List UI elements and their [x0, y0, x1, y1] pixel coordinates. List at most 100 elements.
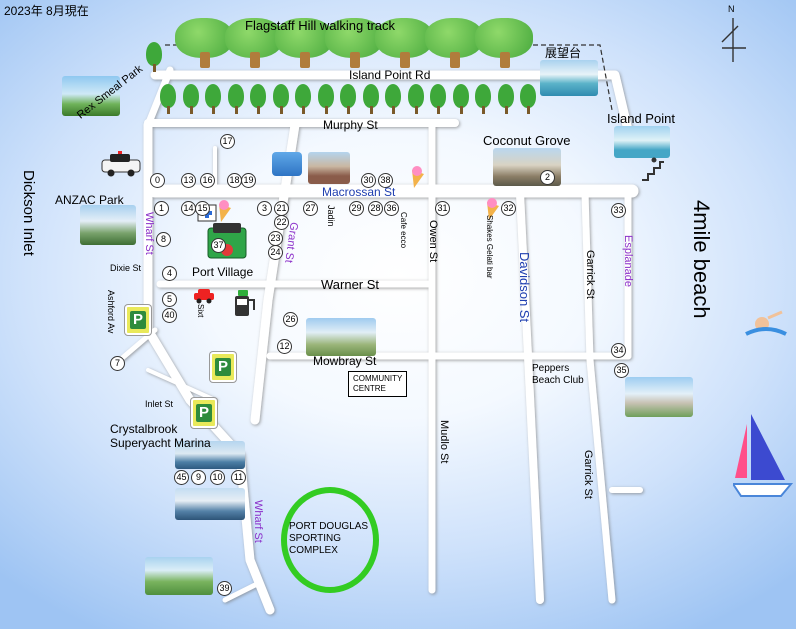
- tree-icon: [340, 84, 356, 114]
- tree-icon: [205, 84, 221, 114]
- marker-24[interactable]: 24: [268, 245, 283, 260]
- walking-track-label: Flagstaff Hill walking track: [245, 18, 396, 33]
- marker-8[interactable]: 8: [156, 232, 171, 247]
- hill-tree-icon: [175, 18, 233, 68]
- wharf-st-lower-label: Wharf St: [252, 500, 264, 543]
- marker-10[interactable]: 10: [210, 470, 225, 485]
- tree-icon: [146, 42, 162, 72]
- marker-22[interactable]: 22: [274, 215, 289, 230]
- marker-37[interactable]: 37: [211, 238, 226, 253]
- sixt-car-icon: [194, 289, 214, 304]
- sailboat-icon: [733, 414, 793, 497]
- macrossan-st-label: Macrossan St: [322, 185, 396, 199]
- four-mile-beach-label: 4mile beach: [689, 200, 714, 319]
- marker-29[interactable]: 29: [349, 201, 364, 216]
- marker-30[interactable]: 30: [361, 173, 376, 188]
- rex-smeal-photo: [62, 76, 120, 116]
- marker-2[interactable]: 2: [540, 170, 555, 185]
- dickson-inlet-label: Dickson Inlet: [20, 170, 37, 256]
- marker-14[interactable]: 14: [181, 201, 196, 216]
- marker-31[interactable]: 31: [435, 201, 450, 216]
- marker-11[interactable]: 11: [231, 470, 246, 485]
- tree-icon: [227, 84, 244, 114]
- marker-45[interactable]: 45: [174, 470, 189, 485]
- marker-33[interactable]: 33: [611, 203, 626, 218]
- marker-34[interactable]: 34: [611, 343, 626, 358]
- marker-40[interactable]: 40: [162, 308, 177, 323]
- ashford-connector: [117, 327, 158, 363]
- dixie-st-label: Dixie St: [110, 263, 142, 273]
- sporting-complex-ring: [281, 487, 379, 593]
- parking-sign-icon: P: [125, 305, 151, 335]
- marker-36[interactable]: 36: [384, 201, 399, 216]
- marker-4[interactable]: 4: [162, 266, 177, 281]
- marker-26[interactable]: 26: [283, 312, 298, 327]
- marker-3[interactable]: 3: [257, 201, 272, 216]
- tree-icon: [430, 84, 446, 114]
- hill-tree-icon: [275, 18, 333, 68]
- tree-icon: [272, 84, 289, 114]
- grant-st-road: [250, 120, 300, 425]
- marker-32[interactable]: 32: [501, 201, 516, 216]
- marker-12[interactable]: 12: [277, 339, 292, 354]
- tree-icon: [317, 84, 334, 114]
- marker-23[interactable]: 23: [268, 231, 283, 246]
- inlet-connector: [146, 368, 217, 402]
- marker-15[interactable]: 15: [195, 201, 210, 216]
- wharf-st-upper-label: Wharf St: [143, 212, 155, 255]
- marker-39[interactable]: 39: [217, 581, 232, 596]
- anzac-park-photo: [80, 205, 136, 245]
- marker-27[interactable]: 27: [303, 201, 318, 216]
- community-centre-label: COMMUNITY CENTRE: [348, 371, 408, 397]
- tree-icon: [160, 84, 176, 114]
- tree-icon: [362, 84, 379, 114]
- marker-16[interactable]: 16: [200, 173, 215, 188]
- parking-sign-icon: P: [191, 398, 217, 428]
- tree-icon: [520, 84, 536, 114]
- lookout-photo: [540, 60, 598, 96]
- garrick-st-lower-label: Garrick St: [582, 450, 594, 499]
- marker-1[interactable]: 1: [154, 201, 169, 216]
- hill-tree-icon: [475, 18, 533, 68]
- mowbray-st-label: Mowbray St: [313, 354, 377, 368]
- coconut-grove-label: Coconut Grove: [483, 133, 571, 148]
- davidson-st-label: Davidson St: [517, 252, 532, 323]
- island-point-label: Island Point: [607, 111, 675, 126]
- marker-13[interactable]: 13: [181, 173, 196, 188]
- marina-label: Crystalbrook Superyacht Marina: [110, 422, 211, 450]
- tree-icon: [475, 84, 491, 114]
- shakes-gelati-label: Shakes Gelati bar: [485, 215, 494, 279]
- garrick-st-road: [581, 189, 616, 604]
- tree-icon: [407, 84, 424, 114]
- owen-st-label: Owen St: [427, 220, 439, 263]
- marker-7[interactable]: 7: [110, 356, 125, 371]
- marker-5[interactable]: 5: [162, 292, 177, 307]
- sporting-complex-label: PORT DOUGLAS SPORTING COMPLEX: [289, 521, 369, 556]
- north-arrow: [721, 18, 746, 62]
- marina-photo-2: [175, 488, 245, 520]
- marker-21[interactable]: 21: [274, 201, 289, 216]
- marker-9[interactable]: 9: [191, 470, 206, 485]
- stairs-icon: [642, 157, 664, 181]
- jadin-label: Jadin: [326, 205, 336, 227]
- tree-icon: [182, 84, 199, 114]
- warner-st-label: Warner St: [321, 277, 380, 292]
- shop-photo: [308, 152, 350, 184]
- ice-cream-icon: [219, 200, 231, 222]
- marker-38[interactable]: 38: [378, 173, 393, 188]
- murphy-st-label: Murphy St: [323, 118, 378, 132]
- island-point-photo: [614, 126, 670, 158]
- garrick-st-upper-label: Garrick St: [584, 250, 596, 299]
- parking-sign-icon: P: [210, 352, 236, 382]
- marker-35[interactable]: 35: [614, 363, 629, 378]
- marker-19[interactable]: 19: [241, 173, 256, 188]
- tree-icon: [295, 84, 311, 114]
- marker-0[interactable]: 0: [150, 173, 165, 188]
- tree-icon: [497, 84, 514, 114]
- hill-tree-icon: [375, 18, 433, 68]
- marker-18[interactable]: 18: [227, 173, 242, 188]
- marker-28[interactable]: 28: [368, 201, 383, 216]
- marker-17[interactable]: 17: [220, 134, 235, 149]
- swimmer-icon: [745, 310, 787, 336]
- mowbray-photo: [306, 318, 376, 356]
